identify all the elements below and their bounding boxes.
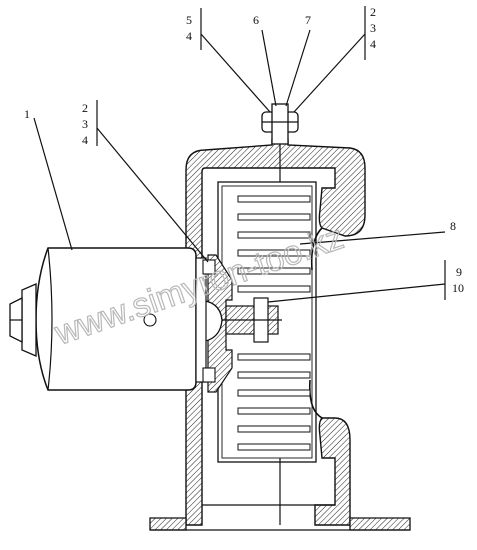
- housing-wall-bottom-right: [314, 417, 351, 526]
- impeller-blade: [237, 213, 311, 221]
- impeller-blade: [237, 425, 311, 433]
- motor-flange: [195, 257, 207, 383]
- mount-bolt-bottom: [202, 367, 216, 383]
- base-flange-left: [149, 517, 187, 531]
- callout-2-right: 2: [370, 5, 376, 19]
- impeller-blade: [237, 353, 311, 361]
- motor-end-curve: [47, 247, 53, 391]
- electric-motor: [9, 247, 223, 391]
- callout-6: 6: [253, 13, 259, 27]
- mount-bolt-top: [202, 259, 216, 275]
- callout-4-left: 4: [82, 133, 88, 147]
- leader-lines: [33, 6, 446, 303]
- terminal-knob: [143, 313, 157, 327]
- callout-4-top: 4: [186, 29, 192, 43]
- impeller-blade: [237, 195, 311, 203]
- housing: [149, 139, 411, 531]
- top-bolt: [261, 103, 299, 182]
- impeller-blade: [237, 267, 311, 275]
- impeller-blade: [237, 389, 311, 397]
- motor-body: [35, 247, 197, 391]
- callout-5: 5: [186, 13, 192, 27]
- housing-wall-top: [185, 139, 366, 526]
- impeller-blade: [237, 231, 311, 239]
- callout-10: 10: [452, 281, 464, 295]
- callouts: 1 2 3 4 5 4 6 7 2 3 4 8 9 10: [24, 5, 464, 295]
- impeller-blade: [237, 249, 311, 257]
- callout-1: 1: [24, 107, 30, 121]
- impeller-blade: [237, 443, 311, 451]
- shaft-hub: [198, 297, 282, 343]
- motor-end-cap: [21, 283, 37, 357]
- impeller-blade: [237, 371, 311, 379]
- callout-2-left: 2: [82, 101, 88, 115]
- impeller-blade: [237, 407, 311, 415]
- callout-4-right: 4: [370, 37, 376, 51]
- impeller-blade: [237, 285, 311, 293]
- callout-8: 8: [450, 219, 456, 233]
- callout-7: 7: [305, 13, 311, 27]
- callout-3-right: 3: [370, 21, 376, 35]
- impeller-blades: [237, 195, 311, 451]
- base-flange-right: [349, 517, 411, 531]
- impeller: [207, 181, 317, 525]
- callout-9: 9: [456, 265, 462, 279]
- callout-3-left: 3: [82, 117, 88, 131]
